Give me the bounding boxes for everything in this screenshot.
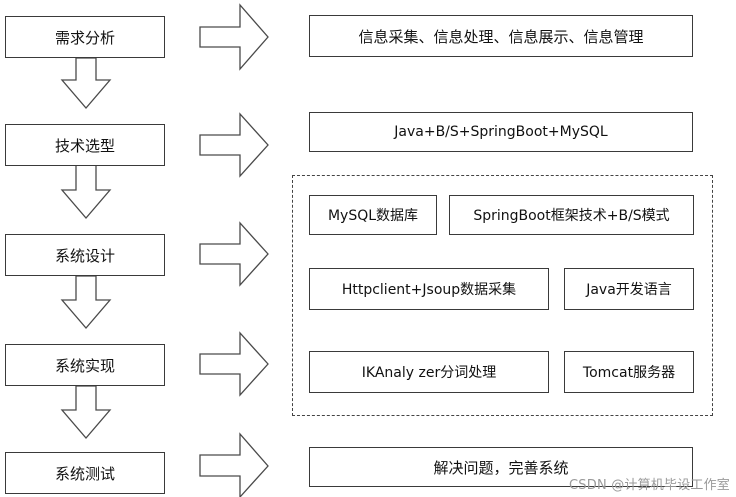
design-item-java: Java开发语言 xyxy=(564,268,694,310)
step-requirements-analysis: 需求分析 xyxy=(5,16,165,58)
step-system-testing: 系统测试 xyxy=(5,452,165,494)
right-arrow-3 xyxy=(199,221,269,287)
outcome-label: 信息采集、信息处理、信息展示、信息管理 xyxy=(358,27,644,46)
watermark: CSDN @计算机毕设工作室 xyxy=(569,478,730,493)
design-item-springboot: SpringBoot框架技术+B/S模式 xyxy=(449,195,694,235)
down-arrow-3 xyxy=(60,275,112,329)
down-arrow-1 xyxy=(60,57,112,109)
design-item-label: SpringBoot框架技术+B/S模式 xyxy=(473,208,670,224)
step-label: 系统设计 xyxy=(54,246,115,265)
down-arrow-4 xyxy=(60,385,112,439)
step-label: 系统测试 xyxy=(54,464,115,483)
design-item-httpclient: Httpclient+Jsoup数据采集 xyxy=(309,268,549,310)
right-arrow-2 xyxy=(199,112,269,178)
design-item-label: IKAnaly zer分词处理 xyxy=(361,365,497,381)
outcome-label: 解决问题，完善系统 xyxy=(433,458,569,477)
step-system-design: 系统设计 xyxy=(5,234,165,276)
design-group xyxy=(292,175,713,416)
right-arrow-5 xyxy=(199,432,269,497)
design-item-tomcat: Tomcat服务器 xyxy=(564,351,694,393)
design-item-label: Tomcat服务器 xyxy=(582,365,676,381)
design-item-label: Java开发语言 xyxy=(586,282,672,298)
testing-outcome: 解决问题，完善系统 xyxy=(309,447,693,487)
design-item-ikanalyzer: IKAnaly zer分词处理 xyxy=(309,351,549,393)
step-label: 系统实现 xyxy=(54,356,115,375)
design-item-mysql: MySQL数据库 xyxy=(309,195,437,235)
tech-selection-outcome: Java+B/S+SpringBoot+MySQL xyxy=(309,112,693,152)
step-label: 需求分析 xyxy=(54,28,115,47)
outcome-label: Java+B/S+SpringBoot+MySQL xyxy=(394,124,608,140)
right-arrow-1 xyxy=(199,3,269,71)
design-item-label: MySQL数据库 xyxy=(327,208,419,224)
right-arrow-4 xyxy=(199,331,269,397)
requirements-outcome: 信息采集、信息处理、信息展示、信息管理 xyxy=(309,15,693,57)
step-tech-selection: 技术选型 xyxy=(5,124,165,166)
step-system-implementation: 系统实现 xyxy=(5,344,165,386)
down-arrow-2 xyxy=(60,164,112,219)
design-item-label: Httpclient+Jsoup数据采集 xyxy=(341,282,517,298)
step-label: 技术选型 xyxy=(54,136,115,155)
